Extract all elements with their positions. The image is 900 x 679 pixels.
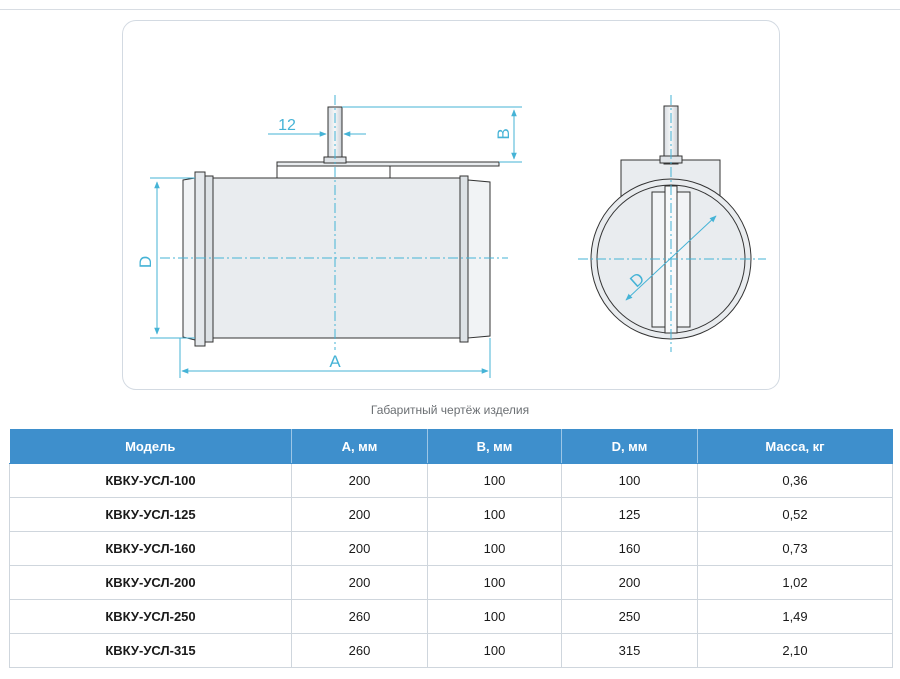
cell-mass: 0,52 (697, 497, 893, 532)
front-right-ring (459, 175, 469, 343)
table-header-row: Модель A, мм B, мм D, мм Масса, кг (9, 429, 893, 464)
dim-label-12: 12 (278, 117, 296, 134)
front-centerlines (160, 95, 508, 350)
cell-mass: 0,36 (697, 463, 893, 498)
cell-model: КВКУ-УСЛ-200 (9, 565, 292, 600)
header-b: B, мм (427, 429, 562, 464)
cell-b: 100 (427, 633, 562, 668)
drawing-caption: Габаритный чертёж изделия (370, 403, 530, 417)
specifications-table: Модель A, мм B, мм D, мм Масса, кг КВКУ-… (9, 429, 893, 668)
cell-mass: 0,73 (697, 531, 893, 566)
header-a: A, мм (291, 429, 428, 464)
cell-d: 250 (561, 599, 698, 634)
dimension-drawing: 12 A D B D (136, 95, 766, 378)
cell-model: КВКУ-УСЛ-250 (9, 599, 292, 634)
cell-d: 200 (561, 565, 698, 600)
table-row: КВКУ-УСЛ-250 260 100 250 1,49 (9, 599, 893, 634)
front-left-flange (194, 171, 206, 347)
cell-a: 200 (291, 463, 428, 498)
cell-a: 260 (291, 599, 428, 634)
front-left-sleeve (182, 177, 196, 341)
side-d-dimension-line (625, 215, 717, 301)
front-bracket (276, 166, 391, 178)
cell-a: 200 (291, 497, 428, 532)
cell-d: 125 (561, 497, 698, 532)
cell-model: КВКУ-УСЛ-160 (9, 531, 292, 566)
table-row: КВКУ-УСЛ-125 200 100 125 0,52 (9, 497, 893, 532)
cell-model: КВКУ-УСЛ-100 (9, 463, 292, 498)
header-model: Модель (9, 429, 292, 464)
cell-a: 260 (291, 633, 428, 668)
cell-b: 100 (427, 599, 562, 634)
cell-a: 200 (291, 531, 428, 566)
front-right-sleeve (467, 179, 491, 339)
front-view (182, 106, 500, 347)
dim-label-b: B (494, 128, 513, 139)
front-mount-plate (276, 161, 500, 167)
cell-d: 160 (561, 531, 698, 566)
cell-b: 100 (427, 565, 562, 600)
cell-d: 315 (561, 633, 698, 668)
cell-b: 100 (427, 531, 562, 566)
table-row: КВКУ-УСЛ-100 200 100 100 0,36 (9, 463, 893, 498)
table-row: КВКУ-УСЛ-315 260 100 315 2,10 (9, 633, 893, 668)
front-left-ring (204, 175, 214, 343)
dim-label-d: D (136, 256, 155, 268)
cell-b: 100 (427, 463, 562, 498)
header-mass: Масса, кг (697, 429, 893, 464)
cell-a: 200 (291, 565, 428, 600)
front-dimensions (150, 106, 522, 378)
header-d: D, мм (561, 429, 698, 464)
cell-model: КВКУ-УСЛ-125 (9, 497, 292, 532)
cell-mass: 1,02 (697, 565, 893, 600)
cell-model: КВКУ-УСЛ-315 (9, 633, 292, 668)
cell-mass: 1,49 (697, 599, 893, 634)
cell-b: 100 (427, 497, 562, 532)
table-row: КВКУ-УСЛ-160 200 100 160 0,73 (9, 531, 893, 566)
cell-mass: 2,10 (697, 633, 893, 668)
cell-d: 100 (561, 463, 698, 498)
top-divider (0, 9, 900, 10)
dim-label-a: A (329, 352, 341, 371)
table-row: КВКУ-УСЛ-200 200 100 200 1,02 (9, 565, 893, 600)
